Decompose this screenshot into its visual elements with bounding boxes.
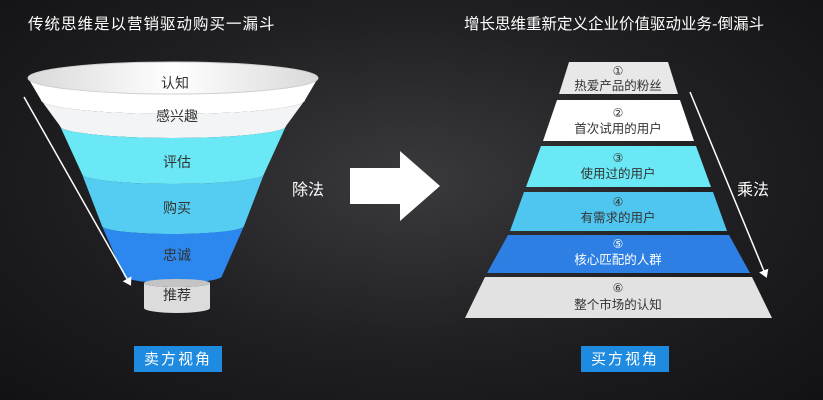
funnel-stage-loyalty [102, 226, 244, 283]
multiply-label: 乘法 [737, 180, 770, 199]
growth-pyramid: ① 热爱产品的粉丝 ② 首次试用的用户 ③ 使用过的用户 ④ 有需求的用户 ⑤ … [465, 62, 772, 318]
funnel-label-interest: 感兴趣 [156, 108, 198, 125]
divide-label: 除法 [292, 180, 325, 199]
pyramid-num-6: ⑥ [613, 281, 624, 295]
funnel-spout-top [144, 279, 210, 287]
pyramid-text-4: 有需求的用户 [580, 210, 655, 225]
funnel-label-evaluate: 评估 [163, 155, 191, 171]
funnel-label-recommend: 推荐 [163, 288, 191, 304]
pyramid-num-3: ③ [613, 151, 624, 165]
funnel-rim [27, 61, 319, 95]
pyramid-level-5 [487, 235, 750, 273]
pyramid-level-4 [510, 192, 727, 231]
funnel-label-loyalty: 忠诚 [163, 248, 191, 264]
pyramid-level-1 [559, 62, 678, 94]
sales-funnel: 认知 感兴趣 评估 购买 忠诚 推荐 [27, 61, 319, 313]
pyramid-num-4: ④ [613, 195, 624, 209]
buyer-view-badge: 买方视角 [581, 346, 669, 372]
pyramid-text-6: 整个市场的认知 [574, 297, 662, 312]
funnel-stage-evaluate [60, 126, 286, 184]
funnel-direction-arrow [23, 96, 132, 286]
pyramid-level-3 [526, 146, 711, 187]
pyramid-level-2 [543, 100, 694, 141]
funnel-label-purchase: 购买 [163, 201, 191, 217]
left-title: 传统思维是以营销驱动购买一漏斗 [28, 15, 276, 33]
pyramid-num-2: ② [613, 106, 624, 120]
pyramid-text-2: 首次试用的用户 [574, 121, 662, 136]
pyramid-text-5: 核心匹配的人群 [574, 252, 662, 267]
funnel-label-awareness: 认知 [161, 75, 189, 92]
pyramid-text-3: 使用过的用户 [580, 166, 655, 181]
transform-arrow [350, 151, 440, 221]
pyramid-direction-arrow [689, 91, 769, 278]
pyramid-level-6 [465, 277, 772, 318]
funnel-stage-purchase [82, 174, 264, 234]
pyramid-num-1: ① [613, 64, 624, 78]
seller-view-badge: 卖方视角 [134, 346, 222, 372]
funnel-stage-recommend [144, 283, 210, 313]
funnel-stage-interest [41, 100, 305, 138]
pyramid-text-1: 热爱产品的粉丝 [574, 78, 662, 93]
pyramid-num-5: ⑤ [613, 237, 624, 251]
right-title: 增长思维重新定义企业价值驱动业务-倒漏斗 [464, 15, 765, 33]
